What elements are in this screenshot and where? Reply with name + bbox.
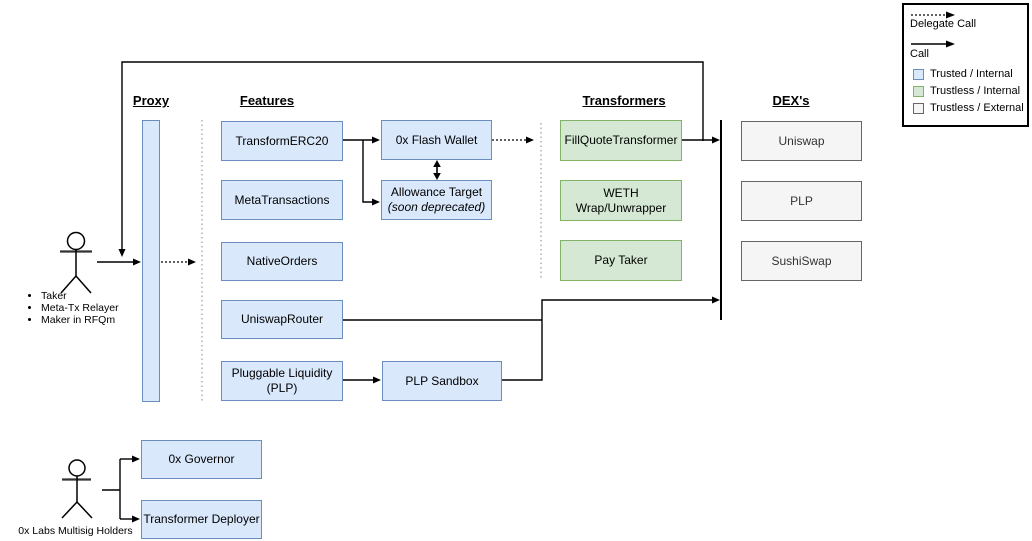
transformer-box-fillquote: FillQuoteTransformer [560,120,682,161]
proxy-bar [142,120,160,402]
feature-box-nativeorders: NativeOrders [221,242,343,281]
dex-to-proxy-call-line [118,61,704,257]
features-header: Features [239,93,295,108]
feature-box-metatransactions: MetaTransactions [221,180,343,220]
feature-box-transformerc20: TransformERC20 [221,121,343,161]
delegate-call-arrow-icon [911,11,955,19]
transformer-box-weth: WETH Wrap/Unwrapper [560,180,682,221]
transformer-deployer-box: Transformer Deployer [141,500,262,539]
transformers-header: Transformers [582,93,666,108]
proxy-header: Proxy [132,93,170,108]
allowance-target-note: (soon deprecated) [387,200,486,214]
call-label: Call [910,48,929,60]
trustless-internal-swatch [913,86,924,97]
call-arrow-icon [911,40,955,48]
caller-role-taker: Taker [41,290,119,303]
flashwallet-allowance-double-arrow [433,160,441,180]
trusted-internal-swatch [913,69,924,80]
multisig-actor-icon [61,459,93,519]
feature-box-pluggable-liquidity: Pluggable Liquidity (PLP) [221,361,343,401]
governor-box: 0x Governor [141,440,262,479]
trustless-internal-label: Trustless / Internal [930,85,1021,97]
dex-box-uniswap: Uniswap [741,121,862,161]
plp-sandbox-box: PLP Sandbox [382,361,502,401]
trustless-external-label: Trustless / External [930,102,1024,114]
allowance-target-label: Allowance Target [390,185,483,199]
allowance-target-box: Allowance Target (soon deprecated) [381,180,492,220]
trusted-internal-label: Trusted / Internal [930,68,1013,80]
caller-actor-icon [60,231,92,294]
trustless-external-swatch [913,103,924,114]
dex-box-sushiswap: SushiSwap [741,241,862,281]
delegate-call-label: Delegate Call [910,18,977,30]
dexs-header: DEX's [772,93,810,108]
multisig-actor-label: 0x Labs Multisig Holders [18,525,133,537]
legend: Delegate Call Call Trusted / Internal Tr… [902,3,1029,127]
transformer-box-paytaker: Pay Taker [560,240,682,281]
dex-box-plp: PLP [741,181,862,221]
feature-box-uniswaprouter: UniswapRouter [221,300,343,339]
caller-role-maker: Maker in RFQm [41,314,119,327]
transformerc20-to-allowance-arrow [362,140,380,206]
flash-wallet-box: 0x Flash Wallet [381,120,492,160]
caller-roles-list: Taker Meta-Tx Relayer Maker in RFQm [26,290,119,327]
caller-role-relayer: Meta-Tx Relayer [41,302,119,315]
sandbox-to-dex-arrow [502,296,720,381]
multisig-connector-line [102,459,121,519]
